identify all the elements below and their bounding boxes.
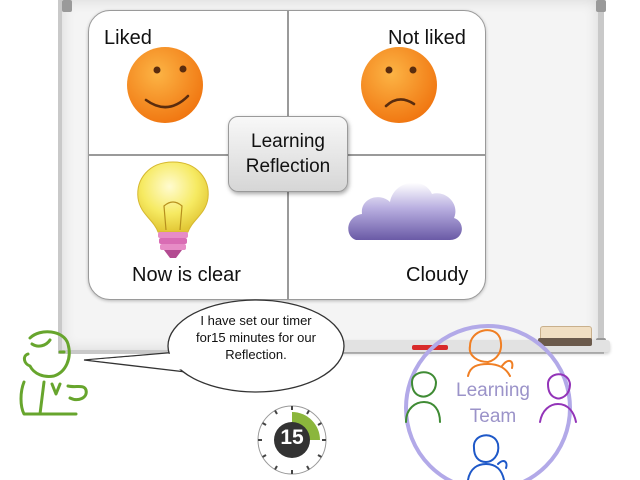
timer-value: 15 xyxy=(280,426,304,449)
lightbulb-icon xyxy=(137,161,209,258)
timer-tick xyxy=(262,422,267,426)
speech-bubble xyxy=(83,299,345,393)
center-title-line1: Learning xyxy=(251,131,325,152)
timer-tick xyxy=(274,410,278,415)
speech-line1: I have set our timer xyxy=(200,313,312,328)
timer-tick xyxy=(317,422,322,426)
center-title-box: Learning Reflection xyxy=(228,116,348,192)
timer-tick xyxy=(306,465,310,470)
board-clip xyxy=(596,0,606,12)
speech-line2: for15 minutes for our xyxy=(196,330,316,345)
timer-tick xyxy=(317,454,322,458)
speech-text: I have set our timer for15 minutes for o… xyxy=(182,312,330,363)
timer-tick xyxy=(274,465,278,470)
speech-line3: Reflection. xyxy=(225,347,287,362)
label-liked: Liked xyxy=(104,27,152,49)
marker-tray xyxy=(300,340,610,352)
cloud-icon xyxy=(348,182,462,240)
label-now-is-clear: Now is clear xyxy=(132,264,241,286)
center-title-line2: Reflection xyxy=(245,156,331,177)
timer-icon xyxy=(257,405,327,475)
eraser-base xyxy=(538,338,592,346)
timer-tick xyxy=(262,454,267,458)
timer-tick xyxy=(306,410,310,415)
team-label-line1: Learning xyxy=(456,380,530,401)
team-circle xyxy=(404,324,577,480)
teacher-icon xyxy=(19,330,88,416)
team-label-line2: Team xyxy=(469,406,517,427)
happy-face-icon xyxy=(127,47,203,123)
label-not-liked: Not liked xyxy=(388,27,466,49)
sad-face-icon xyxy=(361,47,437,123)
board-clip xyxy=(62,0,72,12)
team-label: Learning Team xyxy=(438,378,548,430)
label-cloudy: Cloudy xyxy=(406,264,469,286)
